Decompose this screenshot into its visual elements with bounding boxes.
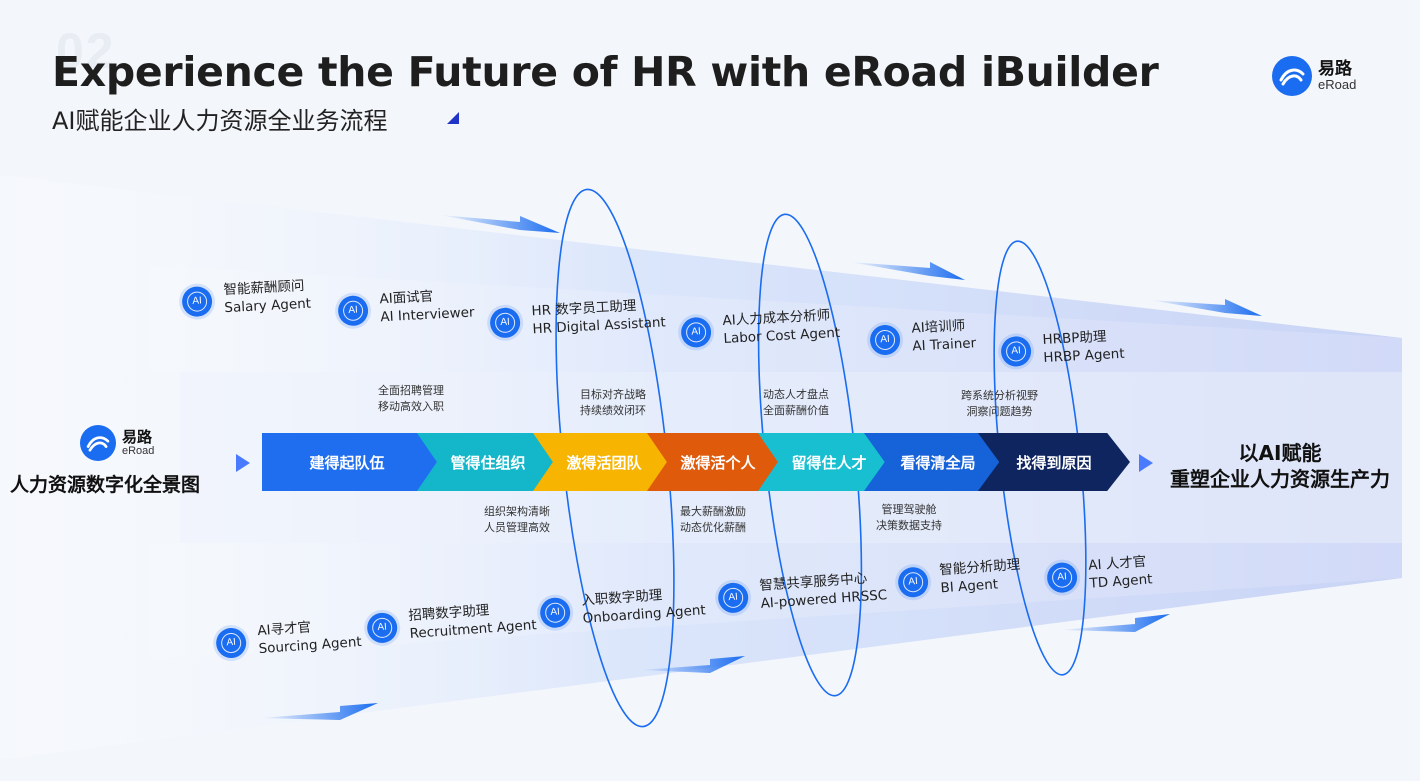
stage-label: 留得住人才 [791,453,867,472]
stage-chevron: 找得到原因 [978,433,1130,491]
ai-badge-icon: AI [366,611,399,644]
ai-badge-text: AI [1051,566,1073,588]
page-subtitle: AI赋能企业人力资源全业务流程 [52,107,388,135]
ai-badge-text: AI [186,290,208,312]
ai-badge-icon: AI [869,323,901,356]
eroad-logo-icon [1272,56,1312,96]
ai-badge-icon: AI [1046,561,1079,594]
ai-badge-text: AI [371,616,393,639]
stage-note-top: 全面招聘管理 移动高效入职 [378,383,444,415]
note-line: 全面薪酬价值 [763,403,829,417]
note-line: 动态人才盘点 [763,388,829,401]
stage-note-bottom: 最大薪酬激励 动态优化薪酬 [680,504,746,536]
stage-note-bottom: 管理驾驶舱 决策数据支持 [876,502,942,534]
note-line: 动态优化薪酬 [680,520,746,534]
ai-badge-text: AI [494,311,516,333]
right-caption-line1: 以AI赋能 [1238,441,1322,465]
note-line: 持续绩效闭环 [580,403,646,417]
subtitle-corner-mark [447,112,459,124]
ai-badge-text: AI [544,601,566,623]
ai-badge-icon: AI [539,596,572,629]
play-arrow-icon [1139,454,1153,472]
stage-note-top: 动态人才盘点 全面薪酬价值 [763,387,829,419]
ai-badge-icon: AI [897,565,930,598]
note-line: 管理驾驶舱 [881,503,937,516]
brand-name-cn: 易路 [1318,58,1352,79]
flow-streak [640,656,745,673]
note-line: 决策数据支持 [876,518,942,532]
note-line: 最大薪酬激励 [680,505,746,518]
ai-badge-text: AI [874,329,896,351]
note-line: 移动高效入职 [378,399,444,413]
top-lane [150,265,1402,372]
flow-streak [260,703,378,720]
eroad-logo-icon [80,425,116,461]
note-line: 全面招聘管理 [378,384,444,397]
page-number: 02 [56,23,116,79]
flow-streak [1150,299,1262,316]
ai-badge-icon: AI [1000,335,1032,367]
flow-streak [1060,614,1170,632]
right-caption: 以AI赋能 重塑企业人力资源生产力 [1140,440,1420,492]
brand-logo-top: 易路 eRoad [1272,56,1356,96]
brand-name-en: eRoad [122,445,155,458]
stage-chevron: 激得活团队 [533,433,675,491]
stage-label: 看得清全局 [900,453,976,472]
stage-label: 激得活团队 [566,453,642,472]
ai-badge-text: AI [902,571,924,593]
note-line: 目标对齐战略 [580,388,646,401]
note-line: 人员管理高效 [484,520,550,534]
flow-streak [440,215,560,233]
stage-label: 建得起队伍 [309,453,385,472]
ai-badge-icon: AI [680,316,712,348]
bottom-lane [150,543,1402,660]
ai-badge-icon: AI [489,306,521,339]
ai-badge-text: AI [342,299,364,321]
ai-badge-icon: AI [717,581,750,614]
ai-badge-text: AI [722,586,744,609]
ai-badge-icon: AI [215,626,248,659]
note-line: 组织架构清晰 [484,505,550,518]
stage-chevron: 建得起队伍 [262,433,444,491]
stage-label: 激得活个人 [680,453,756,472]
flow-streak [850,262,965,280]
ai-badge-icon: AI [181,285,213,317]
note-line: 跨系统分析视野 [961,389,1038,402]
brand-logo-left: 易路 eRoad [80,425,154,461]
ai-badge-text: AI [1005,340,1027,362]
stage-label: 管得住组织 [450,453,526,472]
ai-badge-icon: AI [337,294,369,327]
right-caption-line2: 重塑企业人力资源生产力 [1170,467,1390,491]
stage-note-bottom: 组织架构清晰 人员管理高效 [484,504,550,536]
ai-badge-text: AI [220,631,242,654]
flow-streaks [260,215,1262,720]
stage-chevron: 管得住组织 [417,433,559,491]
left-caption: 人力资源数字化全景图 [10,474,201,496]
stage-note-top: 跨系统分析视野 洞察问题趋势 [961,388,1038,420]
ai-badge-text: AI [685,321,707,343]
page-title: Experience the Future of HR with eRoad i… [52,48,1159,96]
stage-note-top: 目标对齐战略 持续绩效闭环 [580,387,646,419]
brand-name-en: eRoad [1318,77,1357,93]
agent-name-en: AI Trainer [912,334,977,355]
play-arrow-icon [236,454,250,472]
note-line: 洞察问题趋势 [966,404,1033,418]
brand-name-cn: 易路 [122,427,153,446]
stage-label: 找得到原因 [1016,453,1092,472]
